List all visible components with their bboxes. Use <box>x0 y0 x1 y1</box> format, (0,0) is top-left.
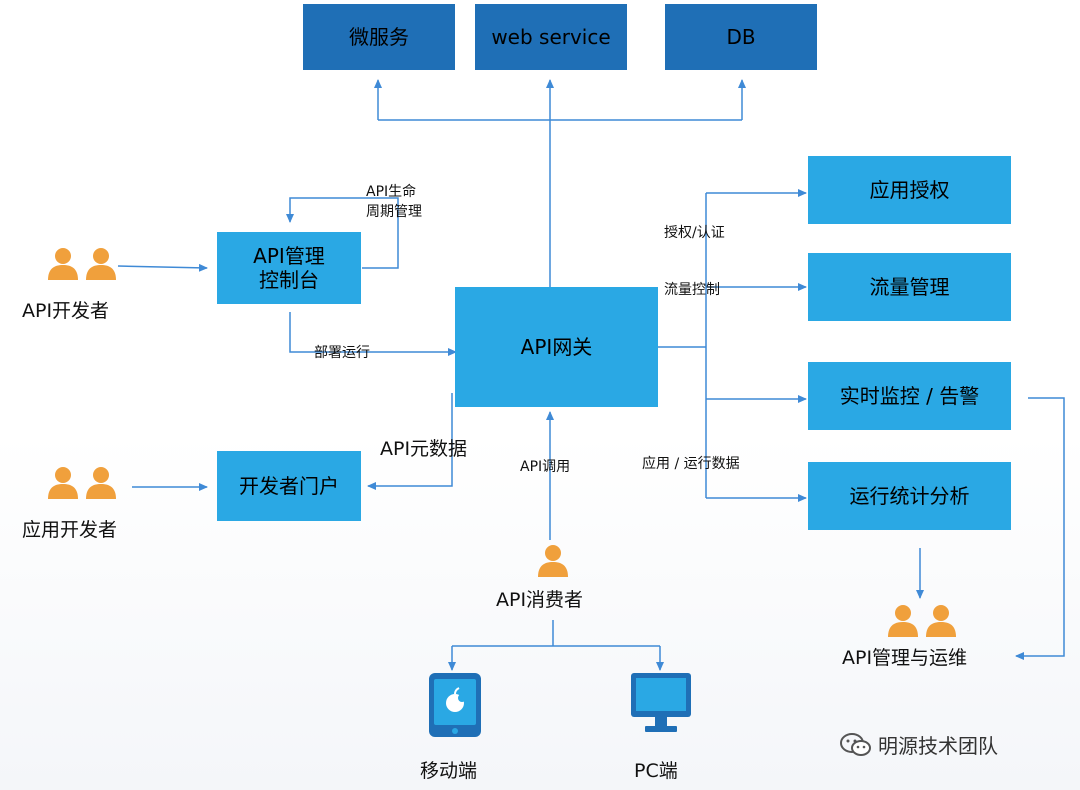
microservice-label: 微服务 <box>349 25 409 49</box>
api-console-box: API管理 控制台 <box>217 232 361 304</box>
person-icon <box>926 605 956 637</box>
deploy-run-line <box>289 312 457 356</box>
db-label: DB <box>726 25 756 49</box>
api-consumer-label: API消费者 <box>496 589 584 611</box>
monitor-alert-box: 实时监控 / 告警 <box>808 362 1011 430</box>
api-console-line1: API管理 <box>253 244 325 268</box>
lifecycle-label: API生命 周期管理 <box>366 182 422 222</box>
person-icon <box>86 467 116 499</box>
person-icon <box>48 467 78 499</box>
api-console-line2: 控制台 <box>259 268 319 292</box>
api-gateway-label: API网关 <box>520 335 593 359</box>
app-developer-label: 应用开发者 <box>22 519 118 541</box>
traffic-mgmt-label: 流量管理 <box>869 275 950 299</box>
watermark-label: 明源技术团队 <box>878 734 998 758</box>
web-service-box: web service <box>475 4 627 70</box>
person-icon <box>48 248 78 280</box>
api-developer-icons <box>46 246 118 280</box>
web-service-label: web service <box>491 25 611 49</box>
tablet-icon <box>429 673 481 737</box>
monitor-icon <box>631 673 691 732</box>
api-consumer-icons <box>536 543 570 577</box>
mobile-label: 移动端 <box>420 760 478 782</box>
app-developer-icons <box>46 465 118 499</box>
monitor-alert-label: 实时监控 / 告警 <box>839 384 980 408</box>
app-auth-label: 应用授权 <box>869 178 950 202</box>
pc-label: PC端 <box>634 760 678 782</box>
db-box: DB <box>665 4 817 70</box>
api-call-label: API调用 <box>520 459 571 475</box>
stats-analysis-box: 运行统计分析 <box>808 462 1011 530</box>
monitor-to-ops-line <box>1015 397 1065 660</box>
api-ops-label: API管理与运维 <box>842 647 968 669</box>
api-gateway-box: API网关 <box>455 287 658 407</box>
api-developer-label: API开发者 <box>22 300 110 322</box>
developer-portal-box: 开发者门户 <box>217 451 361 521</box>
api-metadata-label: API元数据 <box>380 438 468 460</box>
stats-analysis-label: 运行统计分析 <box>849 484 970 508</box>
microservice-box: 微服务 <box>303 4 455 70</box>
lifecycle-label-line2: 周期管理 <box>366 204 422 220</box>
app-auth-box: 应用授权 <box>808 156 1011 224</box>
developer-portal-label: 开发者门户 <box>239 474 339 498</box>
auth-cert-label: 授权/认证 <box>664 225 725 241</box>
person-icon <box>538 545 568 577</box>
person-icon <box>888 605 918 637</box>
watermark: 明源技术团队 <box>840 730 998 759</box>
metadata-to-portal-line <box>367 393 453 490</box>
lifecycle-label-line1: API生命 <box>366 184 417 200</box>
deploy-run-label: 部署运行 <box>314 345 370 361</box>
wechat-icon <box>840 732 871 756</box>
lifecycle-loop-line <box>286 197 399 269</box>
traffic-mgmt-box: 流量管理 <box>808 253 1011 321</box>
api-developer-to-console <box>117 263 208 272</box>
person-icon <box>86 248 116 280</box>
flow-control-label: 流量控制 <box>664 282 720 298</box>
app-run-data-label: 应用 / 运行数据 <box>642 456 740 472</box>
api-ops-icons <box>886 603 958 637</box>
